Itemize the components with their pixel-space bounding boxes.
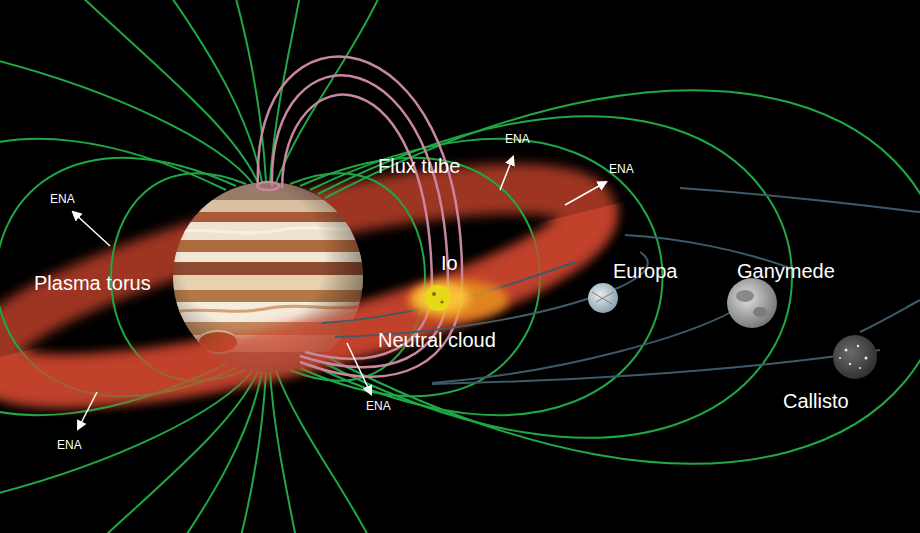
field-line [276, 0, 380, 183]
neutral-cloud [414, 283, 470, 313]
label-text: Flux tube [378, 155, 460, 177]
label-text: Ganymede [737, 260, 835, 282]
io-spot [432, 292, 436, 296]
europa-moon [588, 283, 618, 313]
crater [839, 357, 841, 359]
crater [849, 363, 851, 365]
orbit-line [860, 300, 920, 332]
plasma-torus [0, 150, 606, 420]
field-line [0, 60, 254, 185]
label-text: Europa [613, 260, 678, 282]
orbits [322, 188, 920, 384]
ganymede-patch [753, 307, 767, 317]
orbit-line [680, 188, 920, 212]
callisto-craters [839, 345, 868, 369]
label-text: ENA [366, 400, 391, 413]
label-text: Neutral cloud [378, 329, 496, 351]
flux-footprint [257, 182, 279, 190]
label-text: ENA [609, 163, 634, 176]
ena-arrows [73, 157, 606, 429]
neutral-cloud [408, 280, 508, 320]
ganymede-patch [736, 290, 754, 302]
ena-arrow [347, 343, 371, 394]
europa-streak [592, 292, 614, 304]
field-line [270, 372, 300, 533]
crater [859, 367, 861, 369]
field-line [325, 90, 920, 464]
label-text: ENA [505, 133, 530, 146]
orbit-line [335, 252, 648, 337]
label-text: ENA [57, 439, 82, 452]
field-line [235, 0, 266, 182]
orbit-line [432, 350, 880, 384]
plasma-torus-front [0, 150, 606, 420]
crater [865, 357, 868, 360]
field-line [80, 0, 258, 183]
crater [845, 349, 848, 352]
ganymede-moon [727, 278, 777, 328]
ena-arrow [78, 392, 97, 429]
ena-arrow [500, 157, 513, 190]
label-text: Callisto [783, 390, 849, 412]
crater [857, 345, 859, 347]
label-text: ENA [50, 193, 75, 206]
callisto-moon [833, 335, 877, 379]
io-moon [425, 285, 451, 311]
flux-line [258, 56, 462, 376]
field-line [276, 371, 380, 533]
field-line [235, 372, 266, 533]
label-text: Io [441, 252, 458, 274]
ena-arrow [565, 182, 606, 205]
label-text: Plasma torus [34, 272, 151, 294]
flux-line [272, 75, 448, 367]
flux-tube [257, 56, 462, 376]
io-spot [440, 300, 443, 303]
ena-arrow [73, 212, 110, 246]
plasma-torus [0, 150, 606, 420]
